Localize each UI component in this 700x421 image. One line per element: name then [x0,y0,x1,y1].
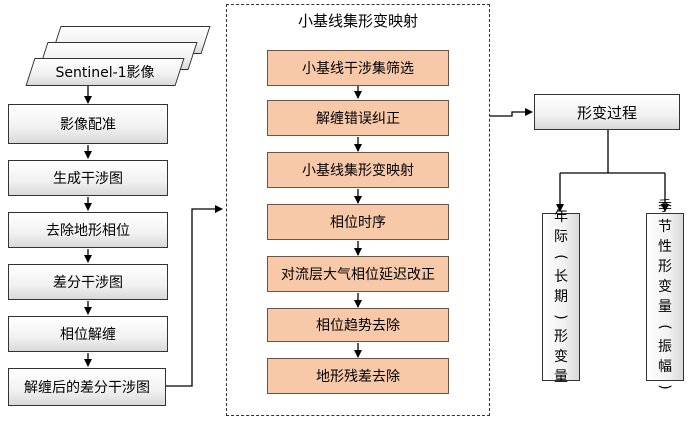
vertical-char: 季 [658,199,672,215]
vertical-char: ) [657,384,673,390]
vertical-char: 量 [554,369,568,385]
left-step: 解缠后的差分干涉图 [8,368,166,406]
middle-step: 地形残差去除 [267,358,449,394]
vertical-char: 振 [658,339,672,355]
sbas-group-title: 小基线集形变映射 [297,12,418,30]
input-label: Sentinel-1影像 [55,65,155,81]
vertical-char: ( [553,254,569,260]
left-step: 相位解缠 [8,316,168,352]
middle-step: 小基线集形变映射 [267,152,449,188]
middle-step: 小基线干涉集筛选 [267,50,449,86]
vertical-char: 长 [554,269,568,285]
sbas-group-frame [226,4,490,416]
vertical-char: 际 [554,229,568,245]
left-step: 影像配准 [8,104,168,144]
vertical-char: ( [657,324,673,330]
vertical-char: 性 [658,239,672,255]
middle-step: 对流层大气相位延迟改正 [267,256,449,292]
vertical-char: 期 [554,289,568,305]
vertical-char: 年 [554,209,568,225]
vertical-char: ) [553,314,569,320]
vertical-char: 形 [658,259,672,275]
vertical-char: 幅 [658,359,672,375]
seasonal-deformation-box: 季节性形变量 ( 振幅) [646,199,684,390]
annual-deformation-box: 年际 ( 长期) 形变量 [542,209,580,385]
left-step: 生成干涉图 [8,160,168,196]
middle-step: 相位时序 [267,204,449,240]
vertical-char: 形 [554,329,568,345]
middle-step: 解缠错误纠正 [267,100,449,136]
deformation-process-box: 形变过程 [534,94,680,130]
left-step: 去除地形相位 [8,212,168,248]
vertical-char: 变 [554,349,568,365]
middle-step: 相位趋势去除 [267,308,449,342]
vertical-char: 量 [658,299,672,315]
vertical-char: 变 [658,279,672,295]
vertical-char: 节 [658,219,672,235]
left-step: 差分干涉图 [8,264,168,300]
